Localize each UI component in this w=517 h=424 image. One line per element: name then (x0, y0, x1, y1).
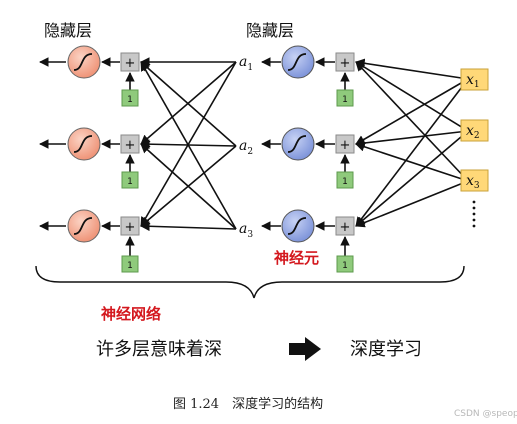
right-neuron-1: + 1 (261, 45, 355, 107)
left-neuron-3: + 1 (39, 209, 140, 273)
more-inputs-ellipsis (472, 200, 476, 228)
sum-symbol: + (340, 138, 351, 153)
sum-symbol: + (125, 220, 136, 235)
network-brace (35, 265, 465, 299)
hidden-layer-right-title: 隐藏层 (246, 21, 294, 40)
sum-box (335, 52, 355, 72)
bias-box (121, 171, 139, 189)
deep-learning-text: 深度学习 (350, 339, 422, 360)
bias-value: 1 (127, 177, 133, 187)
sum-symbol: + (125, 138, 136, 153)
activation-label-1: a1 (239, 54, 253, 73)
neuron-label: 神经元 (274, 249, 319, 267)
bias-value: 1 (342, 261, 348, 271)
bias-box (121, 255, 139, 273)
bias-box (121, 89, 139, 107)
figure-caption: 图 1.24 深度学习的结构 (173, 396, 323, 412)
watermark: CSDN @speop (454, 409, 517, 419)
bias-box (336, 171, 354, 189)
input-x2: x2 (460, 119, 489, 142)
sigmoid-icon (73, 53, 93, 71)
neural-network-label: 神经网络 (101, 305, 161, 323)
bias-box (336, 255, 354, 273)
sum-symbol: + (340, 56, 351, 71)
sigmoid-icon (287, 53, 307, 71)
input-connections (355, 58, 469, 228)
sigmoid-icon (73, 217, 93, 235)
left-neuron-1: + 1 (39, 45, 140, 107)
bias-box (336, 89, 354, 107)
hidden-connections (140, 57, 237, 232)
input-x3: x3 (460, 169, 489, 192)
activation-label-2: a2 (239, 138, 253, 157)
sum-symbol: + (340, 220, 351, 235)
right-neuron-2: + 1 (261, 127, 355, 189)
sum-box (120, 216, 140, 236)
sigmoid-icon (73, 135, 93, 153)
svg-text:x1: x1 (466, 72, 480, 90)
sum-box (120, 52, 140, 72)
sum-symbol: + (125, 56, 136, 71)
bias-value: 1 (342, 95, 348, 105)
right-neuron-3: + 1 (261, 209, 355, 273)
input-x1: x1 (460, 68, 489, 91)
sum-box (335, 216, 355, 236)
sum-box (120, 134, 140, 154)
svg-text:x3: x3 (466, 173, 480, 191)
left-neuron-2: + 1 (39, 127, 140, 189)
sigmoid-icon (287, 217, 307, 235)
sum-box (335, 134, 355, 154)
activation-label-3: a3 (239, 221, 253, 240)
right-arrow-icon (289, 337, 321, 361)
bias-value: 1 (342, 177, 348, 187)
bias-value: 1 (127, 95, 133, 105)
hidden-layer-left-title: 隐藏层 (44, 21, 92, 40)
svg-text:x2: x2 (466, 123, 480, 141)
sigmoid-icon (287, 135, 307, 153)
many-layers-text: 许多层意味着深 (96, 339, 222, 360)
bias-value: 1 (127, 261, 133, 271)
